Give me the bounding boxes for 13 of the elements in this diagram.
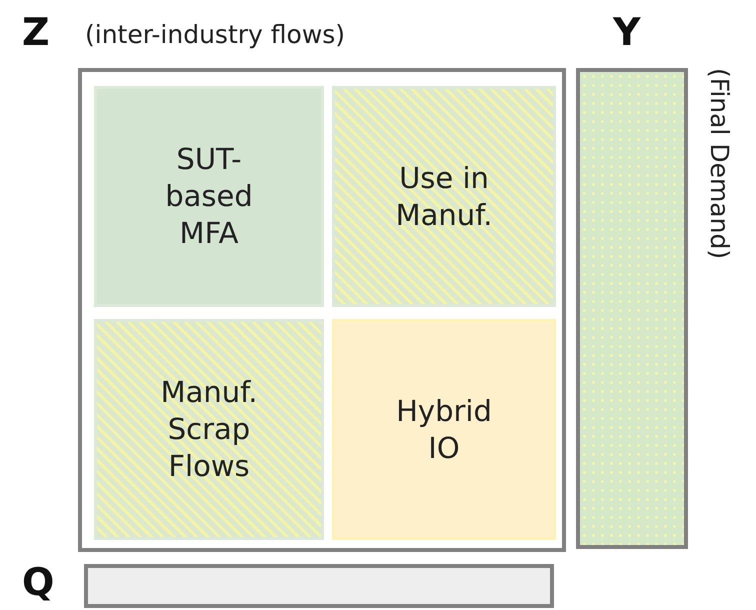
matrix-symbol: Q	[22, 560, 54, 604]
block-label: Manuf. Scrap Flows	[160, 374, 258, 485]
block-label: Hybrid IO	[395, 392, 493, 466]
block-label: Use in Manuf.	[394, 160, 494, 234]
matrix-block	[332, 86, 556, 307]
matrix-caption: (inter-industry flows)	[85, 20, 346, 49]
block-label: SUT-based MFA	[164, 141, 254, 252]
matrix-symbol: Y	[613, 10, 641, 54]
matrix-block	[332, 319, 556, 540]
column-caption: (Final Demand)	[705, 68, 734, 260]
matrix-block	[94, 319, 324, 540]
matrix-block	[94, 86, 324, 307]
matrix-symbol: Z	[22, 10, 50, 54]
